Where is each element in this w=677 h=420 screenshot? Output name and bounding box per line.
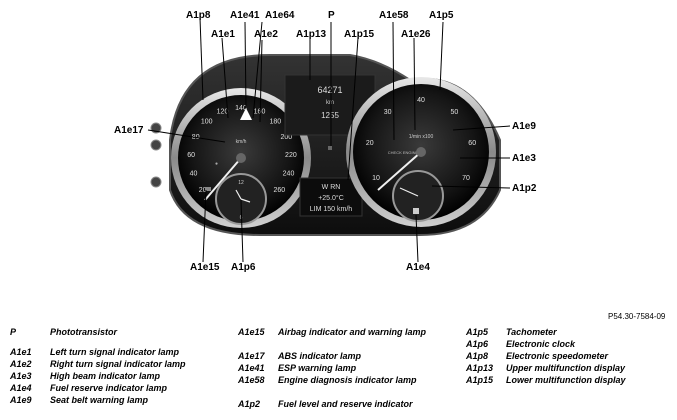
trip-readout: 1255 bbox=[321, 111, 339, 120]
gauge-tick-label: 140 bbox=[235, 105, 247, 112]
callout-A1p2: A1p2 bbox=[512, 183, 537, 194]
legend-code: A1e3 bbox=[10, 371, 32, 381]
gauge-tick-label: 220 bbox=[285, 152, 297, 159]
legend-description: Upper multifunction display bbox=[506, 363, 626, 373]
legend-description: Electronic clock bbox=[506, 339, 576, 349]
legend-description: ESP warning lamp bbox=[278, 363, 357, 373]
callout-A1p6: A1p6 bbox=[231, 262, 256, 273]
gauge-tick-label: 180 bbox=[269, 119, 281, 126]
callout-A1e9: A1e9 bbox=[512, 121, 536, 132]
gauge-tick-label: 10 bbox=[372, 175, 380, 182]
legend-description: ABS indicator lamp bbox=[278, 351, 362, 361]
callout-A1e2: A1e2 bbox=[254, 29, 278, 40]
gauge-tick-label: 200 bbox=[280, 134, 292, 141]
tachometer-tick-labels: 10 20 30 40 50 60 70 bbox=[366, 97, 476, 182]
callout-P: P bbox=[328, 10, 335, 21]
legend-description: Lower multifunction display bbox=[506, 375, 626, 385]
airbag-icon bbox=[205, 187, 211, 191]
callout-A1p13: A1p13 bbox=[296, 29, 326, 40]
legend-code: P bbox=[10, 327, 17, 337]
callout-A1e41: A1e41 bbox=[230, 10, 260, 21]
callout-A1e58: A1e58 bbox=[379, 10, 409, 21]
callout-A1e26: A1e26 bbox=[401, 29, 431, 40]
lower-multifunction-display bbox=[299, 177, 363, 217]
gauge-tick-label: 40 bbox=[190, 171, 198, 178]
legend-description: High beam indicator lamp bbox=[50, 371, 161, 381]
figure-reference: P54.30-7584-09 bbox=[608, 312, 666, 321]
legend-description: Electronic speedometer bbox=[506, 351, 609, 361]
speedo-unit-label: km/h bbox=[236, 139, 247, 145]
legend-code: A1e2 bbox=[10, 359, 32, 369]
legend-description: Fuel reserve indicator lamp bbox=[50, 383, 168, 393]
svg-text:12: 12 bbox=[238, 180, 244, 186]
tachometer-needle bbox=[377, 151, 422, 191]
legend-description: Seat belt warning lamp bbox=[50, 395, 149, 405]
legend-code: A1p15 bbox=[466, 375, 494, 385]
speed-limit-readout: LIM 150 km/h bbox=[310, 206, 353, 213]
gauge-tick-label: 70 bbox=[462, 175, 470, 182]
callout-A1p5: A1p5 bbox=[429, 10, 454, 21]
legend-code: A1e9 bbox=[10, 395, 32, 405]
legend-code: A1p13 bbox=[466, 363, 494, 373]
callout-A1p15: A1p15 bbox=[344, 29, 374, 40]
legend-code: A1e15 bbox=[238, 327, 265, 337]
gauge-tick-label: 160 bbox=[254, 109, 266, 116]
legend-code: A1e1 bbox=[10, 347, 32, 357]
gauge-tick-label: 60 bbox=[468, 140, 476, 147]
gauge-tick-label: 50 bbox=[451, 109, 459, 116]
lower-display-line1: W RN bbox=[322, 184, 341, 191]
gauge-tick-label: 40 bbox=[417, 97, 425, 104]
legend-code: A1p2 bbox=[238, 399, 261, 409]
callout-A1e17: A1e17 bbox=[114, 125, 144, 136]
gauge-tick-label: 60 bbox=[187, 152, 195, 159]
speedometer-needle bbox=[204, 157, 242, 201]
legend-code: A1p5 bbox=[466, 327, 489, 337]
callout-A1e1: A1e1 bbox=[211, 29, 235, 40]
gauge-tick-label: 260 bbox=[273, 187, 285, 194]
leader-lines bbox=[147, 17, 511, 263]
gauge-tick-label: 30 bbox=[384, 109, 392, 116]
gauge-tick-label: 20 bbox=[199, 187, 207, 194]
legend-description: Airbag indicator and warning lamp bbox=[278, 327, 427, 337]
gauge-tick-label: 120 bbox=[217, 109, 229, 116]
legend-code: A1e58 bbox=[238, 375, 265, 385]
legend-description: Tachometer bbox=[506, 327, 557, 337]
check-engine-label: CHECK ENGINE bbox=[388, 150, 419, 155]
callout-A1e4: A1e4 bbox=[406, 262, 430, 273]
left-button-3[interactable] bbox=[150, 176, 162, 188]
esp-warning-icon bbox=[240, 108, 252, 120]
abs-icon: ● bbox=[215, 161, 218, 167]
gauge-tick-label: 20 bbox=[366, 140, 374, 147]
tacho-unit-label: 1/min x100 bbox=[409, 134, 434, 140]
legend-code: A1e41 bbox=[238, 363, 265, 373]
phototransistor bbox=[328, 146, 332, 150]
tachometer-gauge: 10 20 30 40 50 60 70 1/min x100 CHECK ENGINE bbox=[346, 77, 496, 227]
legend-description: Engine diagnosis indicator lamp bbox=[278, 375, 417, 385]
legend-description: Phototransistor bbox=[50, 327, 118, 337]
legend-description: Left turn signal indicator lamp bbox=[50, 347, 180, 357]
gauge-tick-label: 240 bbox=[283, 171, 295, 178]
callout-A1e3: A1e3 bbox=[512, 153, 536, 164]
odometer-readout: 64271 bbox=[317, 85, 342, 95]
legend-code: A1e17 bbox=[238, 351, 265, 361]
legend-code: A1e4 bbox=[10, 383, 32, 393]
odometer-unit: km bbox=[326, 100, 334, 106]
legend-code: A1p8 bbox=[466, 351, 489, 361]
gauge-tick-label: 100 bbox=[201, 119, 213, 126]
legend-description: Fuel level and reserve indicator bbox=[278, 399, 413, 409]
callout-A1e64: A1e64 bbox=[265, 10, 295, 21]
left-button-2[interactable] bbox=[150, 139, 162, 151]
legend-description: Right turn signal indicator lamp bbox=[50, 359, 186, 369]
fuel-reserve-icon bbox=[413, 208, 419, 214]
temperature-readout: +25.0°C bbox=[318, 194, 344, 202]
callout-A1e15: A1e15 bbox=[190, 262, 220, 273]
legend-code: A1p6 bbox=[466, 339, 489, 349]
callout-A1p8: A1p8 bbox=[186, 10, 211, 21]
